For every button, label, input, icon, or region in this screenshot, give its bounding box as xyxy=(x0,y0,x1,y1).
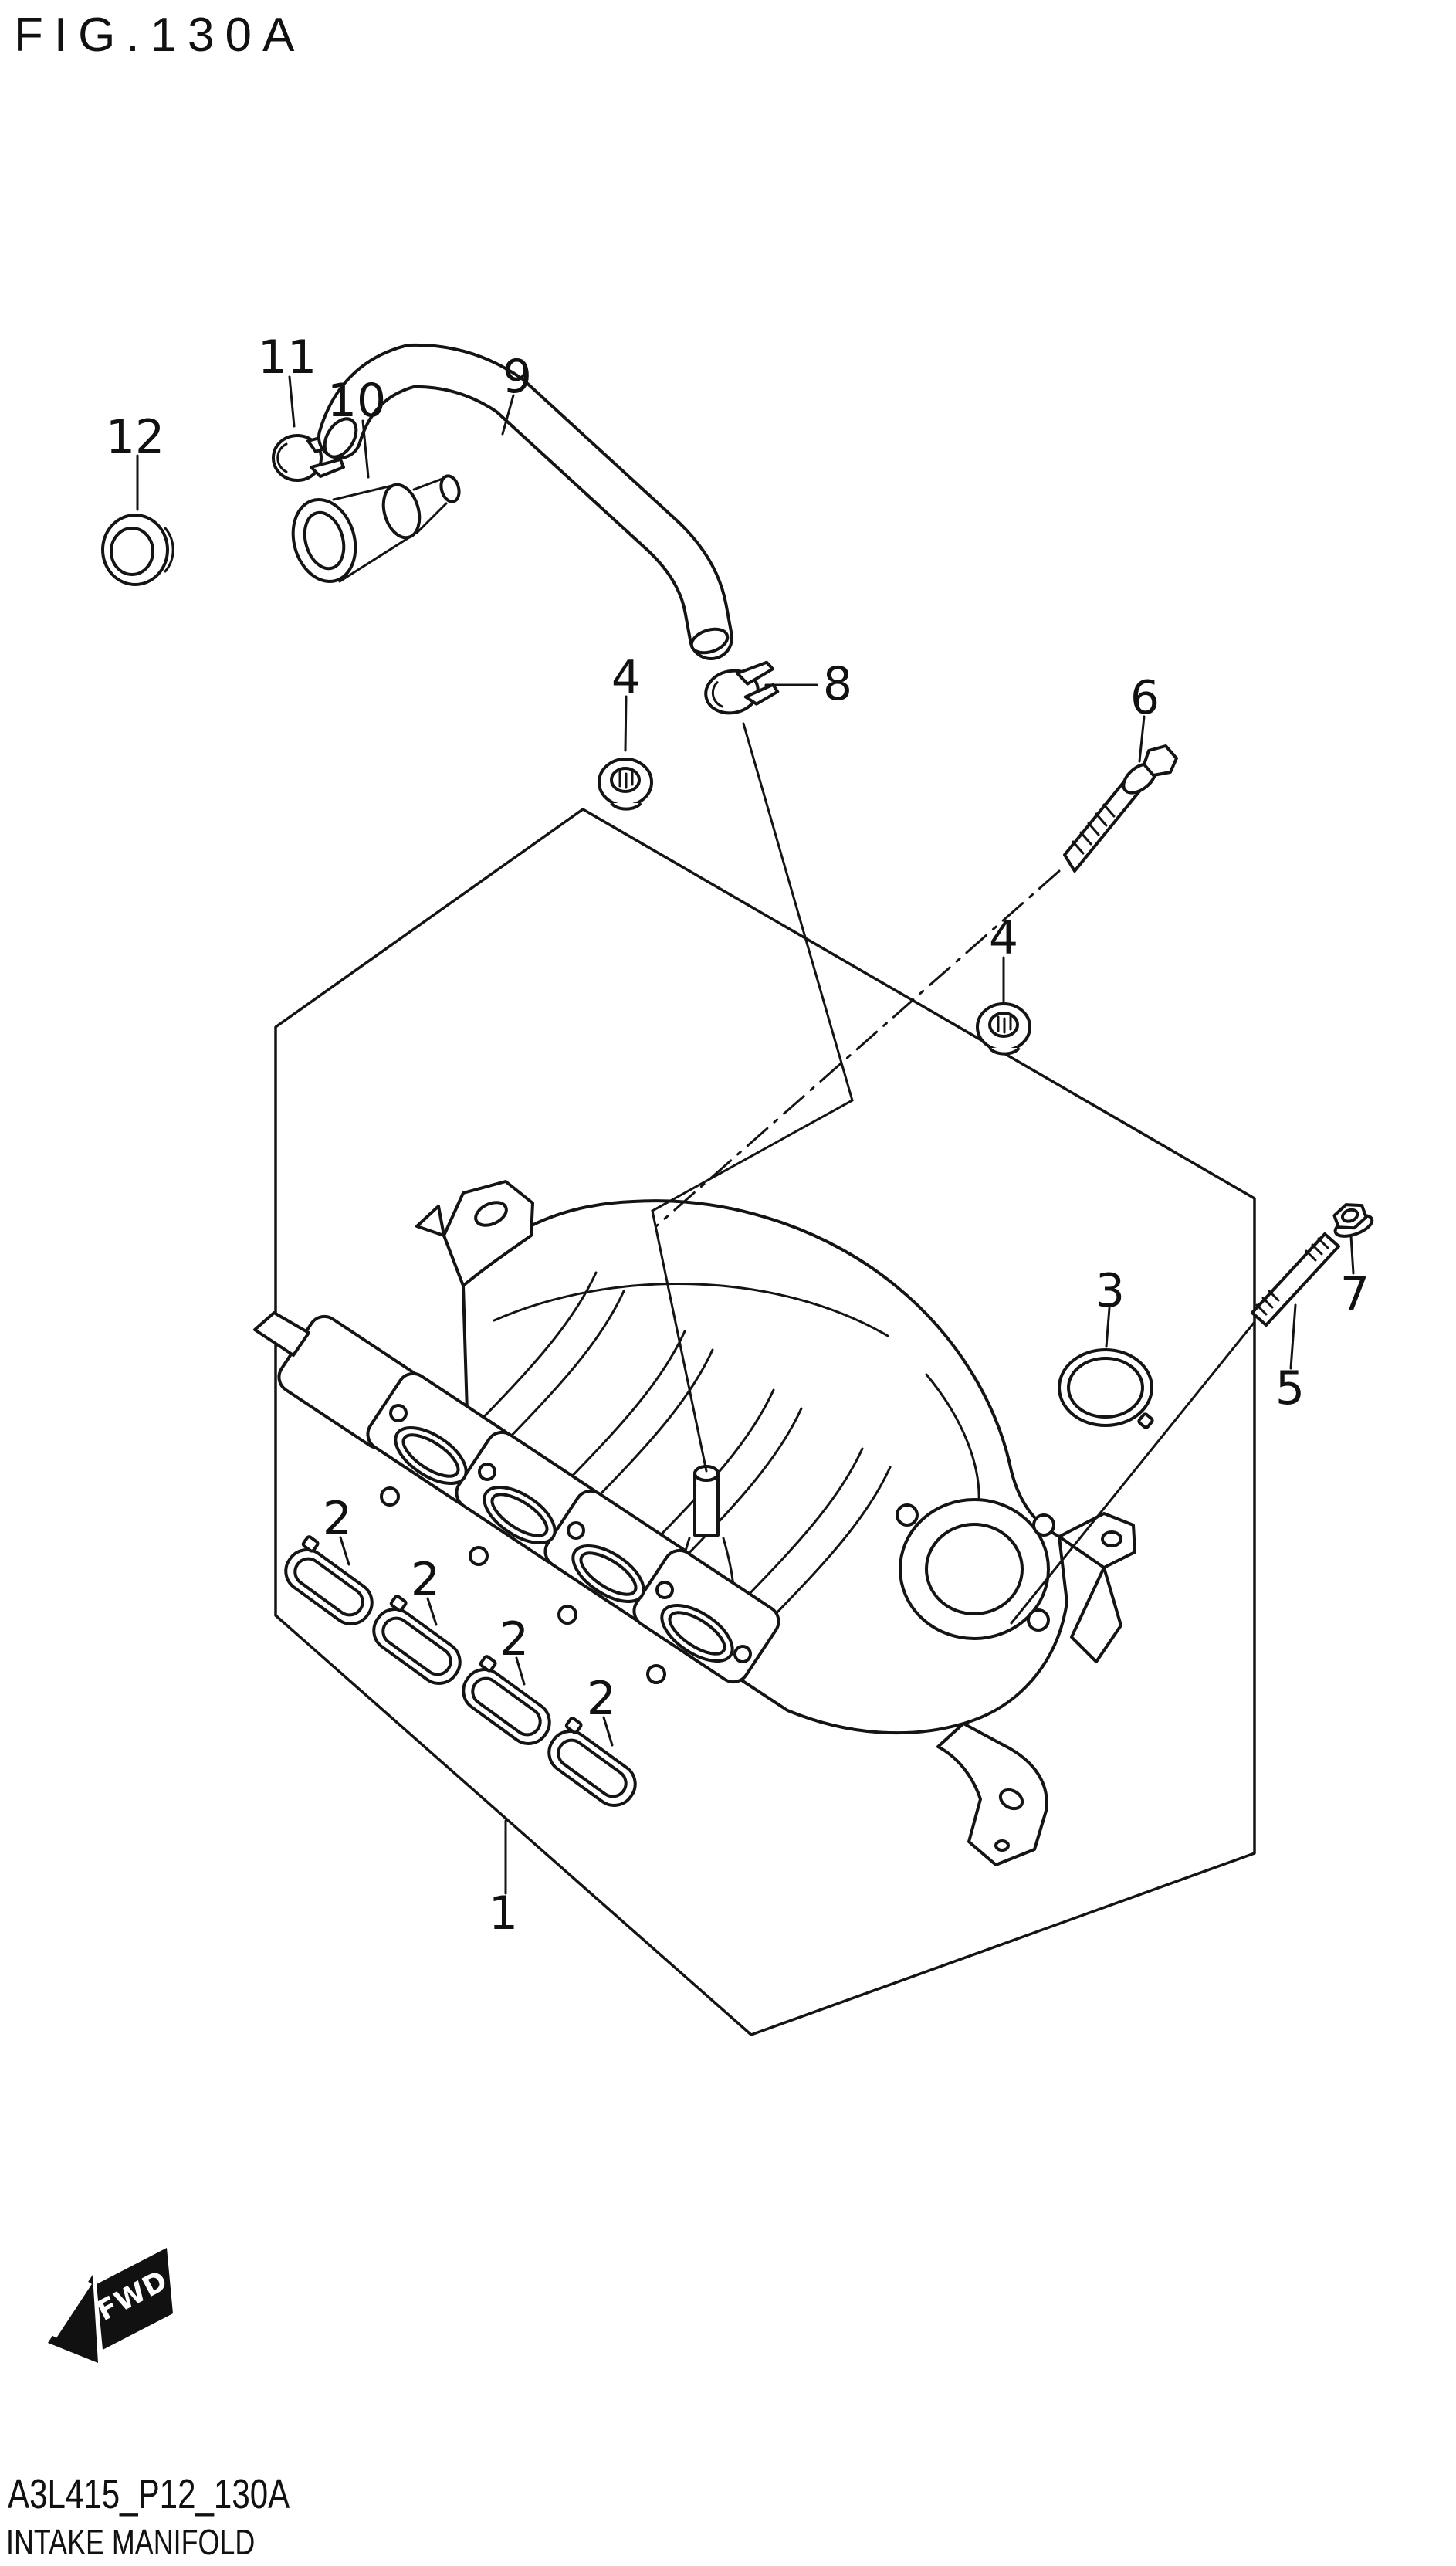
part-2-gasket-1 xyxy=(284,1535,374,1625)
part-6-bolt xyxy=(1063,744,1178,873)
leader-3 xyxy=(1105,1307,1111,1348)
part-2-gasket-4 xyxy=(547,1717,637,1807)
leader-10 xyxy=(361,419,370,479)
assembly-border xyxy=(274,808,1256,2036)
footer-code: A3L415_P12_130A xyxy=(8,2471,290,2517)
throttle-flange xyxy=(896,1498,1055,1640)
leader-9 xyxy=(501,394,515,436)
bracket-hole xyxy=(474,1201,508,1227)
part-2-gasket-2 xyxy=(372,1595,462,1685)
part-9-hose xyxy=(317,343,733,660)
callout-7[interactable]: 7 xyxy=(1340,1267,1370,1321)
runner-flange xyxy=(253,1311,780,1684)
part-2-gasket-3 xyxy=(462,1655,551,1745)
intake-manifold-body xyxy=(253,1180,1136,1866)
callout-9[interactable]: 9 xyxy=(503,350,532,404)
part-3-gasket-ring xyxy=(1058,1348,1154,1429)
leader-2c xyxy=(515,1656,526,1686)
leader-7 xyxy=(1349,1235,1355,1275)
callout-2d[interactable]: 2 xyxy=(587,1672,616,1726)
part-11-clamp xyxy=(272,432,345,482)
part-4-grommet-b xyxy=(976,1002,1031,1056)
callout-numbers: 1 2 2 2 2 3 4 4 5 6 7 8 9 10 11 12 xyxy=(106,330,1370,1941)
leader-8-pointer xyxy=(651,722,854,1473)
part-5-stud xyxy=(1251,1232,1340,1327)
part-7-nut xyxy=(1332,1203,1374,1238)
part-12-grommet xyxy=(101,514,174,586)
callout-leaders xyxy=(136,375,1355,1895)
leader-2d xyxy=(602,1716,614,1747)
callout-6[interactable]: 6 xyxy=(1130,671,1160,725)
leader-5 xyxy=(1289,1303,1297,1370)
part-4-grommet-a xyxy=(598,758,653,811)
footer-name: INTAKE MANIFOLD xyxy=(6,2523,255,2562)
callout-4a[interactable]: 4 xyxy=(611,651,641,705)
callout-1[interactable]: 1 xyxy=(489,1886,518,1941)
part-8-clamp xyxy=(704,660,780,715)
callout-2c[interactable]: 2 xyxy=(499,1612,529,1666)
fwd-arrowhead-icon xyxy=(48,2275,98,2363)
callout-3[interactable]: 3 xyxy=(1095,1264,1125,1318)
leader-2b xyxy=(426,1597,438,1626)
leader-2a xyxy=(339,1536,350,1566)
callout-12[interactable]: 12 xyxy=(106,410,164,464)
callout-2a[interactable]: 2 xyxy=(323,1492,352,1546)
callout-5[interactable]: 5 xyxy=(1275,1361,1305,1415)
part-10-pcv-valve xyxy=(291,474,461,584)
fwd-panel xyxy=(97,2248,173,2350)
leader-4a xyxy=(624,695,628,752)
bolt-axis-line xyxy=(655,869,1061,1228)
fwd-badge: FWD xyxy=(48,2248,173,2363)
leader-11 xyxy=(288,375,296,428)
callout-2b[interactable]: 2 xyxy=(411,1553,440,1607)
figure-title: FIG.130A xyxy=(14,8,305,62)
stud-axis-line xyxy=(1010,1320,1256,1625)
callout-10[interactable]: 10 xyxy=(327,374,386,428)
callout-4b[interactable]: 4 xyxy=(989,911,1018,965)
callout-11[interactable]: 11 xyxy=(258,330,317,385)
leader-6 xyxy=(1138,715,1146,763)
callout-8[interactable]: 8 xyxy=(823,657,852,711)
